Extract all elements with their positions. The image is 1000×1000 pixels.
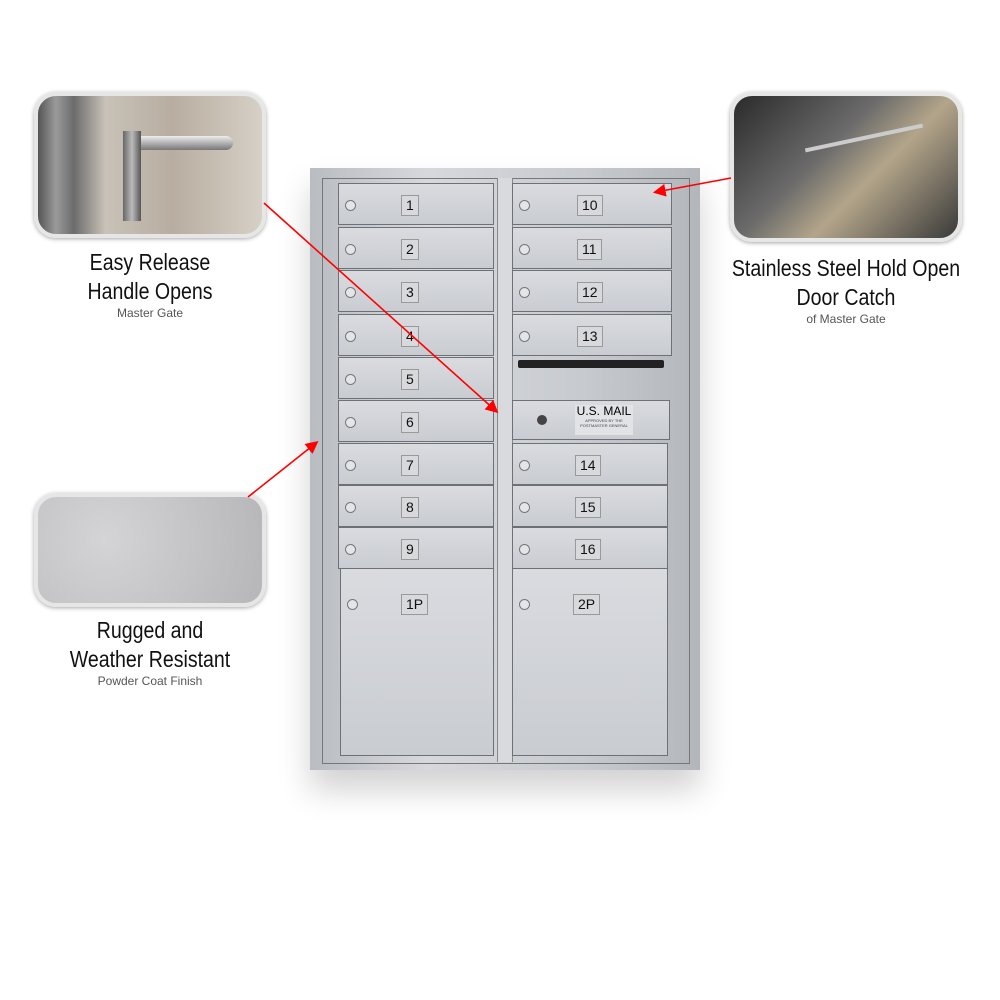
door-number: 4 [401,326,419,347]
callout-subtitle: Master Gate [116,306,184,320]
mailbox-door[interactable]: 10 [512,183,672,225]
lock-icon [345,374,356,385]
lock-icon [537,415,547,425]
door-number: 9 [401,539,419,560]
lock-icon [519,599,530,610]
lock-icon [519,331,530,342]
powder-coat-texture-photo [34,493,266,607]
mailbox-door[interactable]: 15 [512,485,668,527]
door-number: 6 [401,412,419,433]
callout-subtitle: of Master Gate [806,312,886,326]
us-mail-label: U.S. MAIL [576,404,632,418]
lock-icon [345,417,356,428]
outgoing-mail-slot[interactable] [518,360,664,368]
lock-icon [519,460,530,471]
lock-icon [519,200,530,211]
door-number: 7 [401,455,419,476]
mailbox-door[interactable]: 5 [338,357,494,399]
mailbox-door[interactable]: 11 [512,227,672,269]
lock-icon [345,331,356,342]
callout-release-handle: Easy Release Handle Opens Master Gate [30,248,270,320]
mailbox-door[interactable]: 2 [338,227,494,269]
door-number: 5 [401,369,419,390]
release-handle-photo [34,92,266,238]
lock-icon [345,287,356,298]
door-number: 1 [401,195,419,216]
arrow-weather-resistant [247,441,319,498]
door-number: 8 [401,497,419,518]
door-number: 2P [573,594,601,615]
lock-icon [519,544,530,555]
mailbox-door[interactable]: 7 [338,443,494,485]
arrow-door-catch [652,177,732,197]
mailbox-door[interactable]: 12 [512,270,672,312]
door-number: 12 [577,282,603,303]
lock-icon [345,502,356,513]
callout-door-catch: Stainless Steel Hold Open Door Catch of … [706,254,986,326]
callout-title: Handle Opens [87,278,213,304]
mailbox-door[interactable]: 3 [338,270,494,312]
mailbox-door[interactable]: 13 [512,314,672,356]
mailbox-door[interactable]: 1 [338,183,494,225]
lock-icon [345,544,356,555]
callout-title: Rugged and [96,617,204,643]
door-number: 1P [401,594,429,615]
mailbox-door[interactable]: 6 [338,400,494,442]
door-number: 13 [577,326,603,347]
door-number: 11 [577,239,602,260]
callout-title: Easy Release [89,249,211,275]
callout-subtitle: Powder Coat Finish [97,674,203,688]
door-number: 2 [401,239,419,260]
mailbox-door[interactable]: 8 [338,485,494,527]
callout-title: Weather Resistant [69,646,231,672]
arrow-release-handle [263,202,499,414]
lock-icon [345,244,356,255]
mailbox-door[interactable]: 2P [512,568,668,756]
door-number: 14 [575,455,601,476]
door-number: 10 [577,195,603,216]
door-number: 15 [575,497,601,518]
lock-icon [519,502,530,513]
callout-title: Stainless Steel Hold Open [731,255,961,281]
lock-icon [345,200,356,211]
lock-icon [519,244,530,255]
door-catch-photo [730,92,962,242]
us-mail-panel: U.S. MAIL APPROVED BY THE POSTMASTER GEN… [512,400,670,440]
mailbox-door[interactable]: 9 [338,527,494,569]
mailbox-door[interactable]: 4 [338,314,494,356]
lock-icon [347,599,358,610]
lock-icon [519,287,530,298]
mailbox-door[interactable]: 14 [512,443,668,485]
mailbox-door[interactable]: 1P [340,568,494,756]
lock-icon [345,460,356,471]
door-number: 3 [401,282,419,303]
callout-title: Door Catch [796,284,896,310]
door-number: 16 [575,539,601,560]
callout-weather-resistant: Rugged and Weather Resistant Powder Coat… [30,616,270,688]
mailbox-door[interactable]: 16 [512,527,668,569]
approval-text: APPROVED BY THE POSTMASTER GENERAL [580,418,628,428]
